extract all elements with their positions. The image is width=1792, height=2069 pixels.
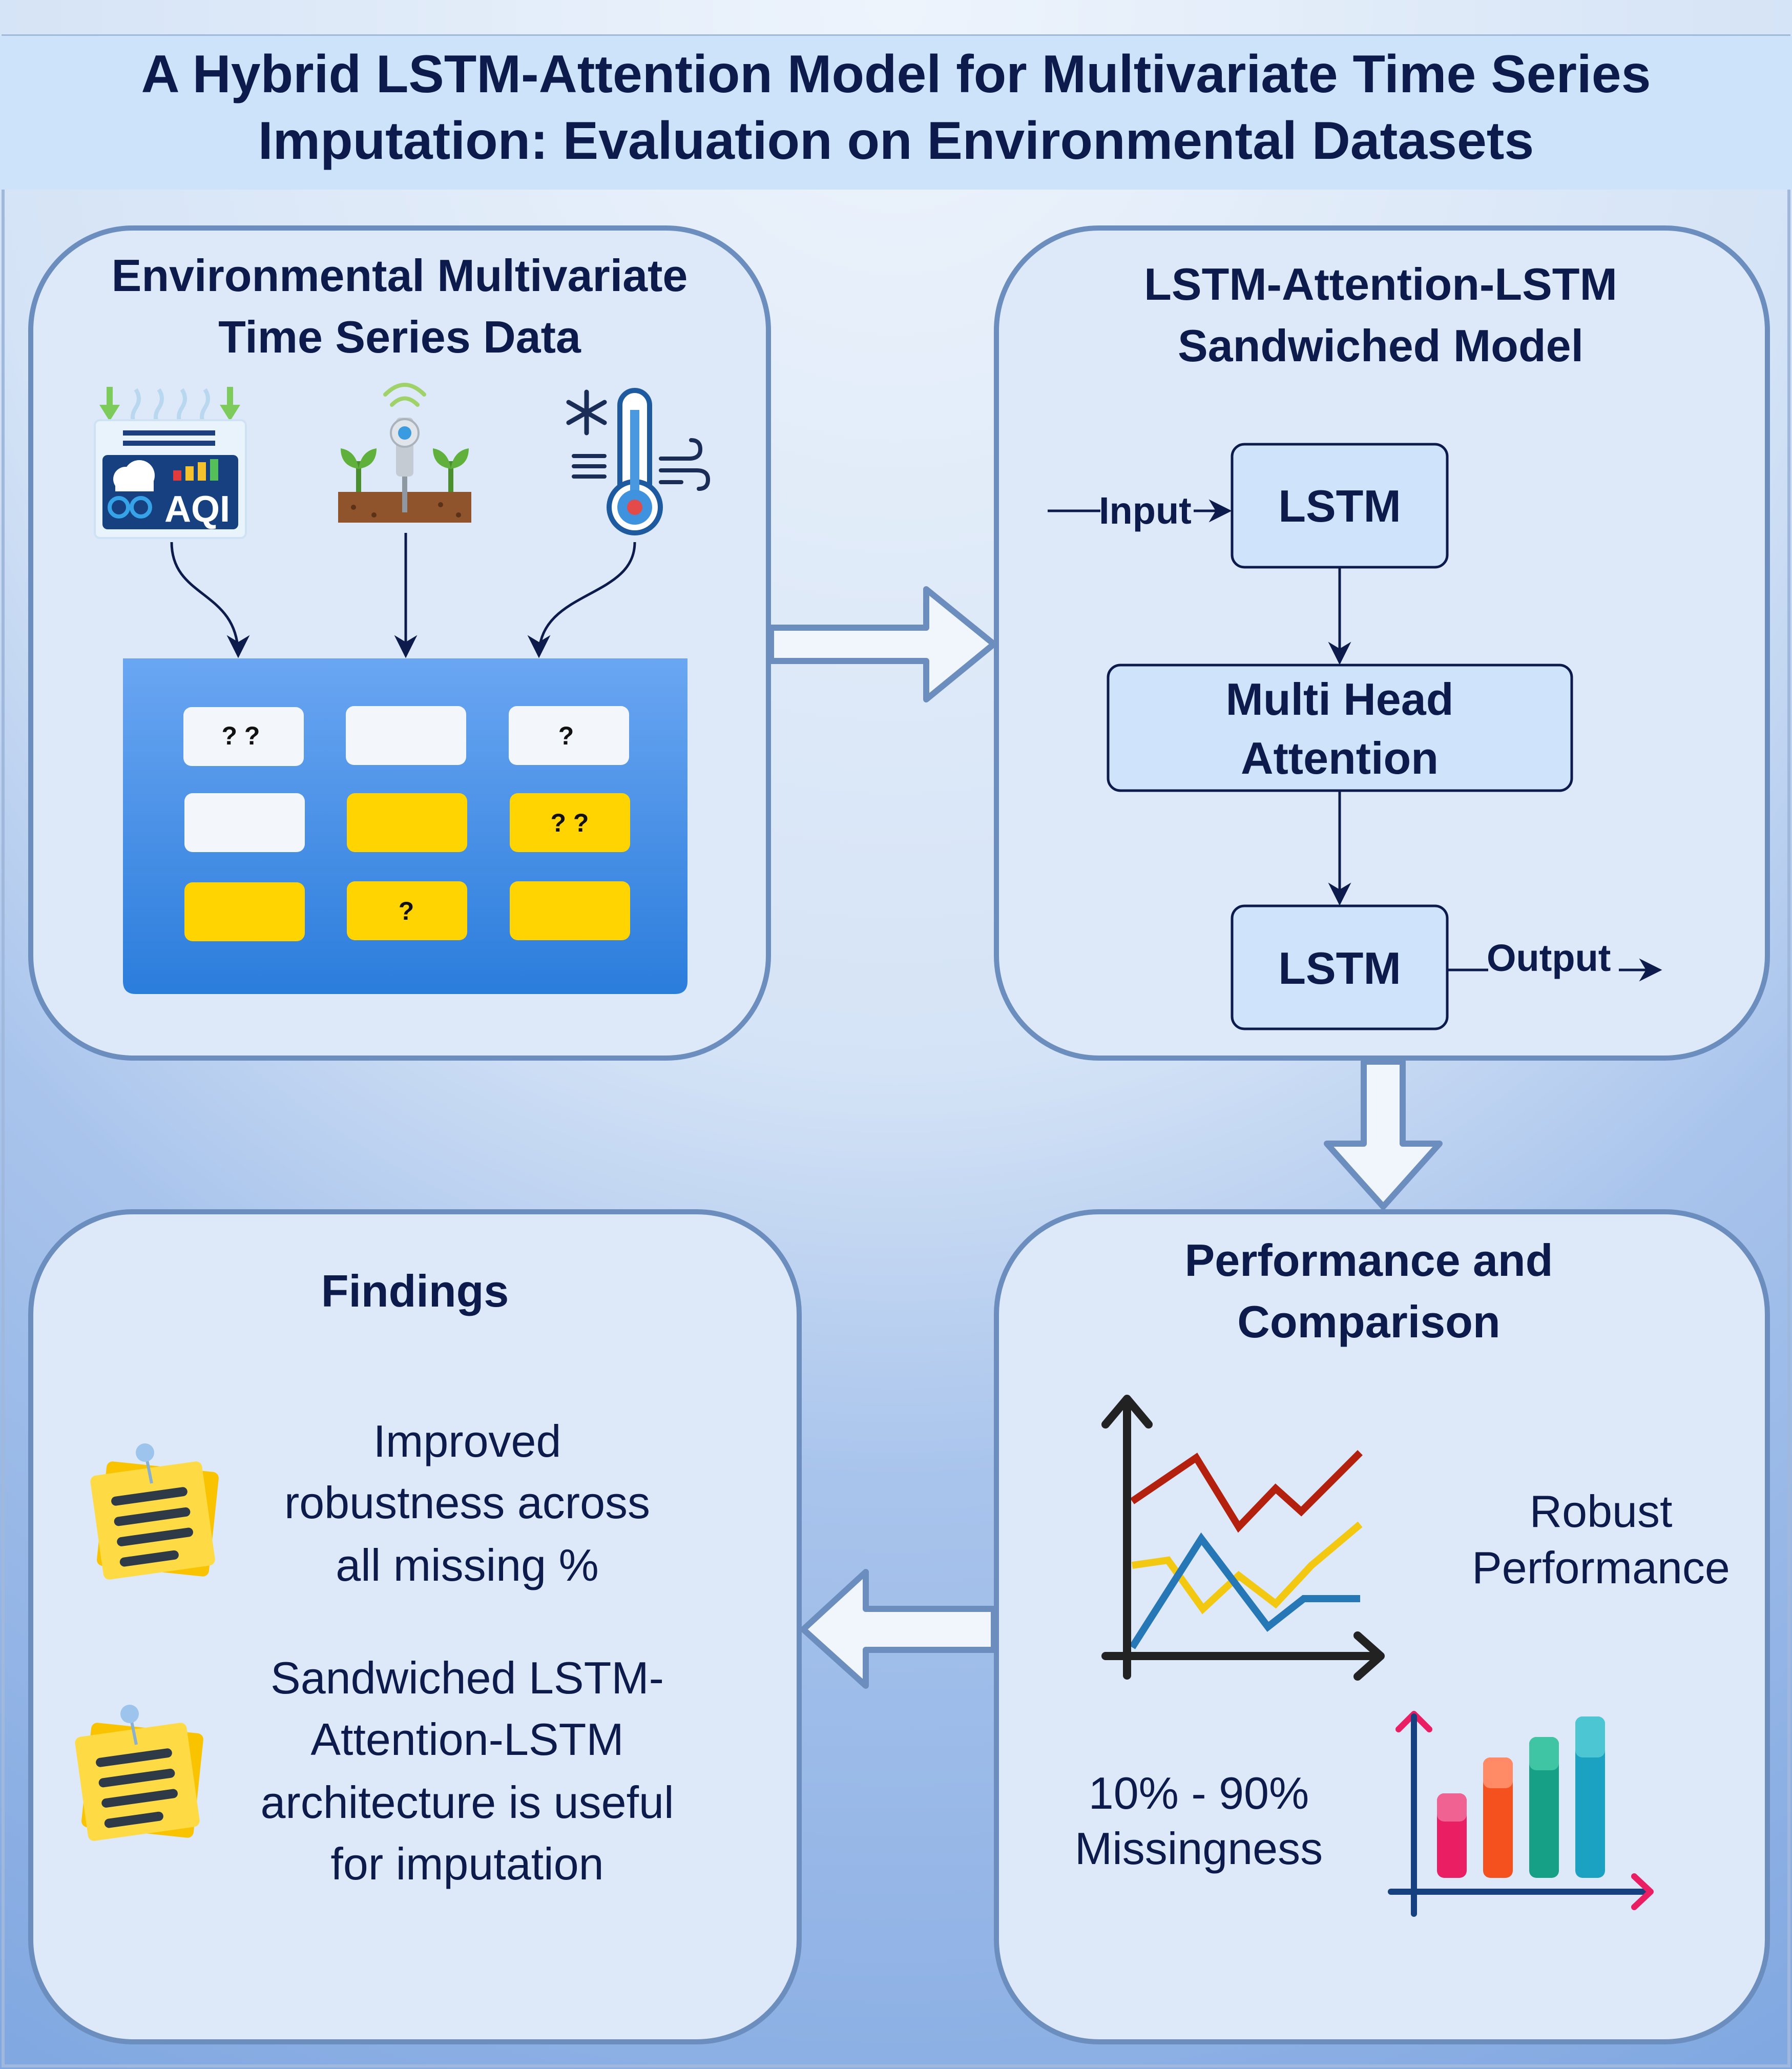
missing-mark: ? ? [551,809,589,837]
model-panel: LSTM-Attention-LSTM Sandwiched Model Inp… [994,225,1770,1061]
model-panel-title-2: Sandwiched Model [1178,320,1583,371]
matrix-cell [347,793,467,852]
finding-1-line-1: Improved [373,1416,561,1466]
robust-label-1: Robust [1530,1486,1673,1537]
matrix-cell [509,706,629,765]
aqi-label: AQI [164,489,230,530]
attention-label-1: Multi Head [1226,674,1454,725]
missing-mark: ? [399,897,414,925]
missingness-label-1: 10% - 90% [1089,1768,1309,1818]
data-panel-title-2: Time Series Data [218,312,581,362]
data-panel: Environmental Multivariate Time Series D… [28,225,771,1061]
arrow-temp-to-matrix [527,542,636,658]
sticky-note-icon [90,1443,219,1580]
air-quality-icon: AQI [94,387,247,539]
matrix-cell [510,793,630,852]
performance-title-1: Performance and [1185,1235,1553,1286]
finding-1-line-3: all missing % [336,1540,598,1590]
missingness-label-2: Missingness [1075,1823,1323,1874]
model-panel-box [994,225,1770,1061]
robust-label-2: Performance [1472,1542,1730,1593]
findings-panel: Findings Improved robustness across all … [28,1209,802,2044]
performance-panel: Performance and Comparison Robust Perfor… [994,1209,1770,2044]
matrix-cell [184,793,305,852]
findings-panel-box [28,1209,802,2044]
output-label: Output [1487,937,1611,979]
title-line-1: A Hybrid LSTM-Attention Model for Multiv… [141,45,1651,104]
finding-2-line-4: for imputation [330,1838,603,1889]
soil-sensor-icon [338,383,471,523]
bar-chart-icon [1388,1711,1654,1917]
thermometer-icon [566,388,711,535]
lstm-bottom-label: LSTM [1278,943,1401,994]
missing-mark: ? [558,721,574,750]
performance-title-2: Comparison [1237,1296,1500,1347]
matrix-cell [183,707,304,766]
finding-2-line-1: Sandwiched LSTM- [270,1652,664,1703]
matrix-cell [346,706,466,765]
matrix-cell [510,881,630,940]
data-panel-title-1: Environmental Multivariate [112,250,688,301]
finding-2-line-3: architecture is useful [260,1777,674,1828]
arrow-performance-to-findings [800,1569,997,1689]
lstm-top-label: LSTM [1278,481,1401,531]
line-chart-icon [1101,1395,1385,1681]
title-banner-bg [0,36,1792,190]
model-panel-title-1: LSTM-Attention-LSTM [1144,259,1617,309]
finding-2-line-2: Attention-LSTM [310,1714,623,1765]
input-label: Input [1099,489,1192,532]
data-matrix: ? ? ? ? ? ? [123,658,687,994]
title-banner: A Hybrid LSTM-Attention Model for Multiv… [0,36,1792,190]
attention-label-2: Attention [1241,733,1439,783]
matrix-cell [347,881,467,940]
missing-mark: ? ? [222,721,260,750]
arrow-data-to-model [768,586,997,702]
lstm-bottom-box [1231,904,1449,1030]
arrow-aqi-to-matrix [170,542,250,658]
finding-1-line-2: robustness across [284,1477,650,1528]
matrix-cell [184,882,305,941]
findings-title: Findings [321,1266,509,1316]
sticky-note-icon [75,1705,203,1841]
title-line-2: Imputation: Evaluation on Environmental … [258,111,1534,171]
arrow-model-to-performance [1324,1059,1443,1210]
